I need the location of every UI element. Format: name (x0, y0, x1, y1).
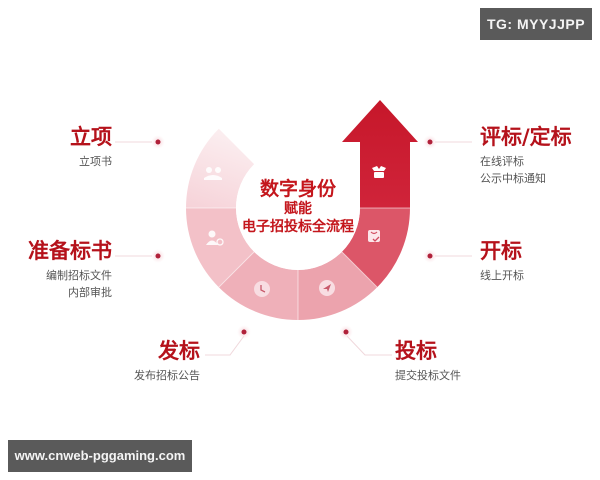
step-desc-lixiang: 立项书 (79, 155, 112, 168)
step-desc-zhunbei-1: 编制招标文件 (46, 269, 112, 282)
url-badge: www.cnweb-pggaming.com (8, 440, 192, 472)
step-title-toubiao: 投标 (395, 339, 437, 363)
segment-toubiao (298, 251, 378, 320)
center-title: 数字身份 (259, 178, 336, 200)
step-desc-pingbiao-1: 在线评标 (480, 155, 524, 168)
connector-dots (151, 135, 437, 339)
step-title-pingbiao: 评标/定标 (480, 125, 572, 149)
center-subtitle: 赋能 (284, 201, 312, 217)
send-icon (319, 280, 335, 296)
step-title-lixiang: 立项 (70, 125, 112, 149)
segment-pingbiao-arrow (342, 100, 418, 208)
clock-icon (254, 281, 270, 297)
step-title-fabiao: 发标 (158, 339, 200, 363)
step-desc-toubiao: 提交投标文件 (395, 369, 461, 382)
user-check-icon (206, 230, 224, 246)
step-title-kaibiao: 开标 (480, 239, 522, 263)
step-title-zhunbei: 准备标书 (28, 239, 112, 263)
tg-badge: TG: MYYJJPP (480, 8, 592, 40)
segment-kaibiao (341, 208, 410, 288)
segment-zhunbei (186, 208, 255, 288)
open-box-icon (372, 166, 386, 178)
clipboard-check-icon (368, 230, 380, 242)
handshake-icon (204, 167, 222, 180)
step-desc-fabiao: 发布招标公告 (134, 369, 200, 382)
step-desc-kaibiao: 线上开标 (480, 269, 524, 282)
step-desc-pingbiao-2: 公示中标通知 (480, 172, 546, 185)
center-caption: 电子招投标全流程 (242, 219, 354, 235)
step-desc-zhunbei-2: 内部审批 (68, 286, 112, 299)
